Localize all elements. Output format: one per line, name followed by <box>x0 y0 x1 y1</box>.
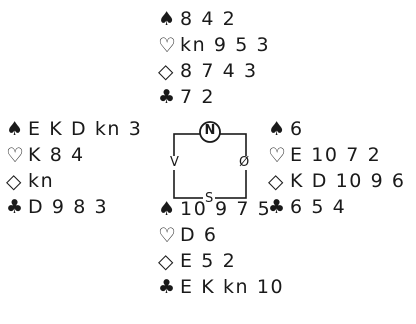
south-hearts: D 6 <box>180 224 218 246</box>
club-icon: ♣ <box>158 276 176 298</box>
diamond-icon: ◇ <box>158 59 174 83</box>
west-hearts: K 8 4 <box>28 144 85 166</box>
west-clubs-row: ♣ D 9 8 3 <box>6 194 142 220</box>
west-clubs: D 9 8 3 <box>28 196 109 218</box>
compass-south: S <box>203 191 216 206</box>
spade-icon: ♠ <box>6 118 24 140</box>
north-diamonds-row: ◇ 8 7 4 3 <box>158 58 270 84</box>
heart-icon: ♡ <box>158 223 176 247</box>
south-clubs: E K kn 10 <box>180 276 285 298</box>
spade-icon: ♠ <box>268 118 286 140</box>
heart-icon: ♡ <box>6 143 24 167</box>
east-diamonds-row: ◇ K D 10 9 6 <box>268 168 406 194</box>
east-diamonds: K D 10 9 6 <box>290 170 406 192</box>
north-spades-row: ♠ 8 4 2 <box>158 6 270 32</box>
east-clubs: 6 5 4 <box>290 196 347 218</box>
south-spades-row: ♠ 10 9 7 5 <box>158 196 284 222</box>
south-clubs-row: ♣ E K kn 10 <box>158 274 284 300</box>
south-diamonds-row: ◇ E 5 2 <box>158 248 284 274</box>
north-clubs: 7 2 <box>180 86 216 108</box>
club-icon: ♣ <box>6 196 24 218</box>
spade-icon: ♠ <box>158 8 176 30</box>
north-spades: 8 4 2 <box>180 8 237 30</box>
compass-north: N <box>204 123 216 138</box>
diamond-icon: ◇ <box>6 169 22 193</box>
west-diamonds: kn <box>28 170 55 192</box>
east-spades: 6 <box>290 118 304 140</box>
east-clubs-row: ♣ 6 5 4 <box>268 194 406 220</box>
hand-west: ♠ E K D kn 3 ♡ K 8 4 ◇ kn ♣ D 9 8 3 <box>6 116 142 220</box>
west-spades-row: ♠ E K D kn 3 <box>6 116 142 142</box>
compass-table: N V Ø S <box>160 112 260 208</box>
south-diamonds: E 5 2 <box>180 250 237 272</box>
west-diamonds-row: ◇ kn <box>6 168 142 194</box>
heart-icon: ♡ <box>158 33 176 57</box>
north-diamonds: 8 7 4 3 <box>180 60 258 82</box>
hand-east: ♠ 6 ♡ E 10 7 2 ◇ K D 10 9 6 ♣ 6 5 4 <box>268 116 406 220</box>
south-spades: 10 9 7 5 <box>180 198 272 220</box>
club-icon: ♣ <box>158 86 176 108</box>
compass-west: V <box>169 155 180 170</box>
heart-icon: ♡ <box>268 143 286 167</box>
east-spades-row: ♠ 6 <box>268 116 406 142</box>
hand-south: ♠ 10 9 7 5 ♡ D 6 ◇ E 5 2 ♣ E K kn 10 <box>158 196 284 300</box>
compass-east: Ø <box>238 155 251 170</box>
club-icon: ♣ <box>268 196 286 218</box>
spade-icon: ♠ <box>158 198 176 220</box>
west-spades: E K D kn 3 <box>28 118 143 140</box>
hand-north: ♠ 8 4 2 ♡ kn 9 5 3 ◇ 8 7 4 3 ♣ 7 2 <box>158 6 270 110</box>
diamond-icon: ◇ <box>268 169 284 193</box>
south-hearts-row: ♡ D 6 <box>158 222 284 248</box>
west-hearts-row: ♡ K 8 4 <box>6 142 142 168</box>
north-hearts-row: ♡ kn 9 5 3 <box>158 32 270 58</box>
diamond-icon: ◇ <box>158 249 174 273</box>
east-hearts-row: ♡ E 10 7 2 <box>268 142 406 168</box>
east-hearts: E 10 7 2 <box>290 144 382 166</box>
north-clubs-row: ♣ 7 2 <box>158 84 270 110</box>
north-hearts: kn 9 5 3 <box>180 34 271 56</box>
